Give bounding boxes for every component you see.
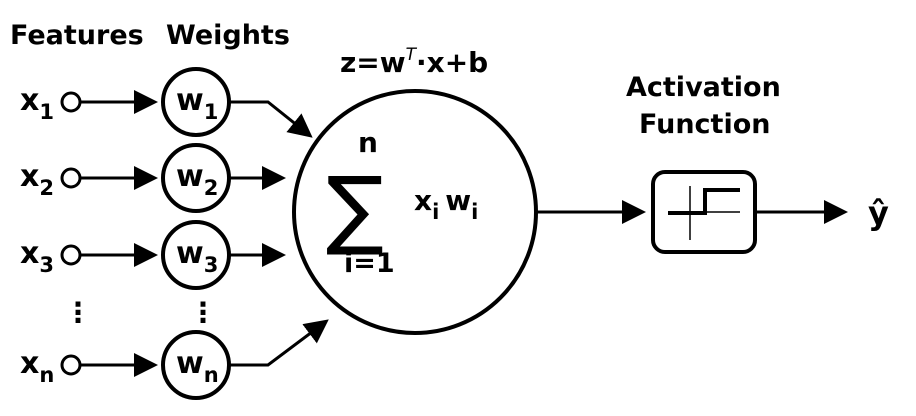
formula-transpose: T <box>406 45 418 65</box>
weight-arrow-1 <box>229 100 313 138</box>
input-row-n: xn wn <box>20 319 329 400</box>
weight-arrow-n <box>229 319 329 367</box>
input-row-2: x2 w2 <box>20 143 286 213</box>
sigma-symbol: ∑ <box>326 159 384 259</box>
features-header: Features <box>10 20 144 51</box>
input-label-1: x1 <box>20 83 54 124</box>
input-row-1: x1 w1 <box>20 67 313 138</box>
weight-label-2: w2 <box>176 159 218 200</box>
formula-z-w: z=w <box>340 46 406 79</box>
activation-function-box <box>651 170 757 254</box>
weight-label-3: w3 <box>176 236 218 277</box>
input-ellipsis: ⋮ <box>64 296 92 329</box>
input-row-3: x3 w3 <box>20 220 286 290</box>
formula-rest: ·x+b <box>416 46 488 79</box>
weight-ellipsis: ⋮ <box>189 296 217 329</box>
output-y-hat: ŷ <box>868 194 889 232</box>
input-node-2 <box>60 167 82 189</box>
activation-label-line1: Activation <box>626 72 781 103</box>
activation-label-line2: Function <box>639 109 770 140</box>
input-node-n <box>60 354 82 376</box>
weights-header: Weights <box>166 20 290 51</box>
input-label-2: x2 <box>20 159 54 200</box>
step-function-icon <box>668 186 740 240</box>
input-label-n: xn <box>20 346 54 387</box>
input-node-1 <box>60 91 82 113</box>
sum-lower-limit: i=1 <box>344 248 395 279</box>
weight-label-n: wn <box>176 346 219 387</box>
linear-formula: z=wT·x+b <box>340 45 488 79</box>
weight-label-1: w1 <box>176 83 218 124</box>
sum-upper-limit: n <box>358 126 378 159</box>
input-node-3 <box>60 244 82 266</box>
input-label-3: x3 <box>20 236 54 277</box>
